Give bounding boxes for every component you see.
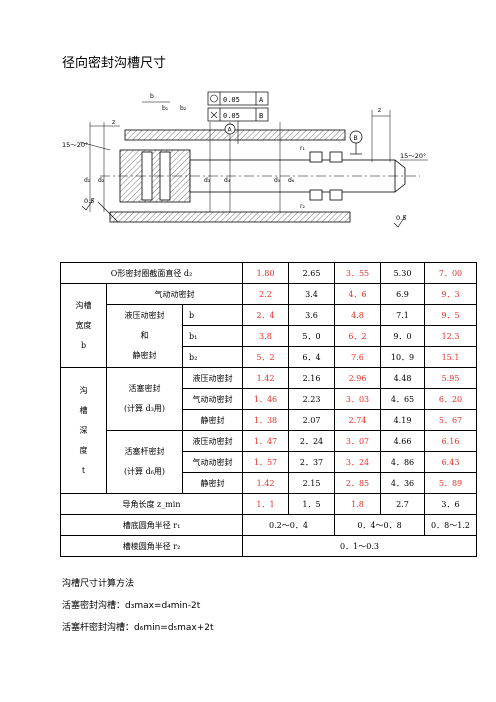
svg-text:b: b: [150, 93, 154, 100]
svg-text:b₂: b₂: [180, 105, 187, 112]
r1-row: 槽底圆角半径 r₁ 0.2～0．4 0．4～0．8 0．8～1.2: [60, 514, 477, 536]
angle-right-label: 15～20°: [400, 152, 426, 160]
svg-text:d₃: d₃: [204, 177, 211, 184]
cylinder-wall-lower: [109, 211, 351, 223]
calc-heading: 沟槽尺寸计算方法: [62, 579, 135, 589]
svg-text:r₂: r₂: [300, 203, 305, 210]
svg-text:B: B: [354, 135, 358, 142]
groove-spec-table: O形密封圈截面直径 d₂ 1.80 2.65 3．55 5.30 7．00 沟槽…: [60, 262, 477, 557]
tolerance-frame-2: 0.05 B: [207, 107, 269, 122]
svg-text:z: z: [112, 119, 115, 126]
rod-static-row: 静密封 1.42 2.15 2．85 4．36 5．89: [61, 472, 477, 494]
page-title: 径向密封沟槽尺寸: [62, 56, 167, 71]
rod-hydraulic-row: 活塞杆密封(计算 d₆用) 液压动密封 1．47 2．24 3．07 4.66 …: [61, 430, 477, 494]
b-row: 液压动密封和静密封 b 2．4 3.6 4.8 7.1 9．5: [61, 304, 477, 368]
header-label: O形密封圈截面直径 d₂: [60, 262, 243, 284]
lead-length-row: 导角长度 z_min 1．1 1．5 1.8 2.7 3．6: [60, 493, 477, 515]
svg-text:B: B: [259, 112, 263, 120]
svg-text:0.05: 0.05: [223, 96, 240, 104]
piston-pneumatic-row: 气动动密封 1．46 2.23 3．03 4．65 6．20: [61, 388, 477, 410]
svg-text:d₄: d₄: [224, 177, 231, 184]
svg-text:d₅: d₅: [274, 177, 281, 184]
datum-balloon-a: [224, 123, 236, 135]
rod-pneumatic-row: 气动动密封 1．57 2．37 3．24 4．86 6.43: [61, 451, 477, 473]
calc-line-piston: 活塞密封沟槽：d₃max=d₄min-2t: [62, 601, 201, 611]
svg-text:b₁: b₁: [162, 105, 169, 112]
svg-text:d₁: d₁: [84, 177, 91, 184]
angle-left-label: 15～20°: [62, 141, 88, 149]
tolerance-frame-1: 0.05 A: [207, 91, 269, 106]
groove-drawing: 0.05 A 0.05 B A B 15～20° 15～20° 0.5 0.5 …: [62, 91, 428, 228]
svg-text:0.05: 0.05: [223, 112, 240, 120]
svg-text:A: A: [228, 127, 233, 134]
header-row: O形密封圈截面直径 d₂ 1.80 2.65 3．55 5.30 7．00: [60, 262, 477, 284]
roughness-left: 0.5: [84, 197, 94, 205]
svg-text:z: z: [378, 107, 381, 114]
svg-text:A: A: [259, 96, 264, 104]
svg-text:d₆: d₆: [288, 177, 295, 184]
svg-text:r₁: r₁: [300, 145, 305, 152]
r2-row: 槽棱圆角半径 r₂ 0．1～0.3: [60, 535, 477, 557]
calc-line-rod: 活塞杆密封沟槽：d₆min=d₅max+2t: [62, 623, 214, 633]
piston-rod: [189, 159, 396, 193]
b1-row: b₁ 3.8 5．0 6．2 9．0 12.3: [61, 325, 477, 347]
roughness-right: 0.5: [396, 214, 406, 222]
cylinder-wall-upper: [124, 129, 346, 141]
svg-text:d₂: d₂: [98, 177, 105, 184]
b2-row: b₂ 5．2 6．4 7.6 10．9 15.1: [61, 346, 477, 368]
